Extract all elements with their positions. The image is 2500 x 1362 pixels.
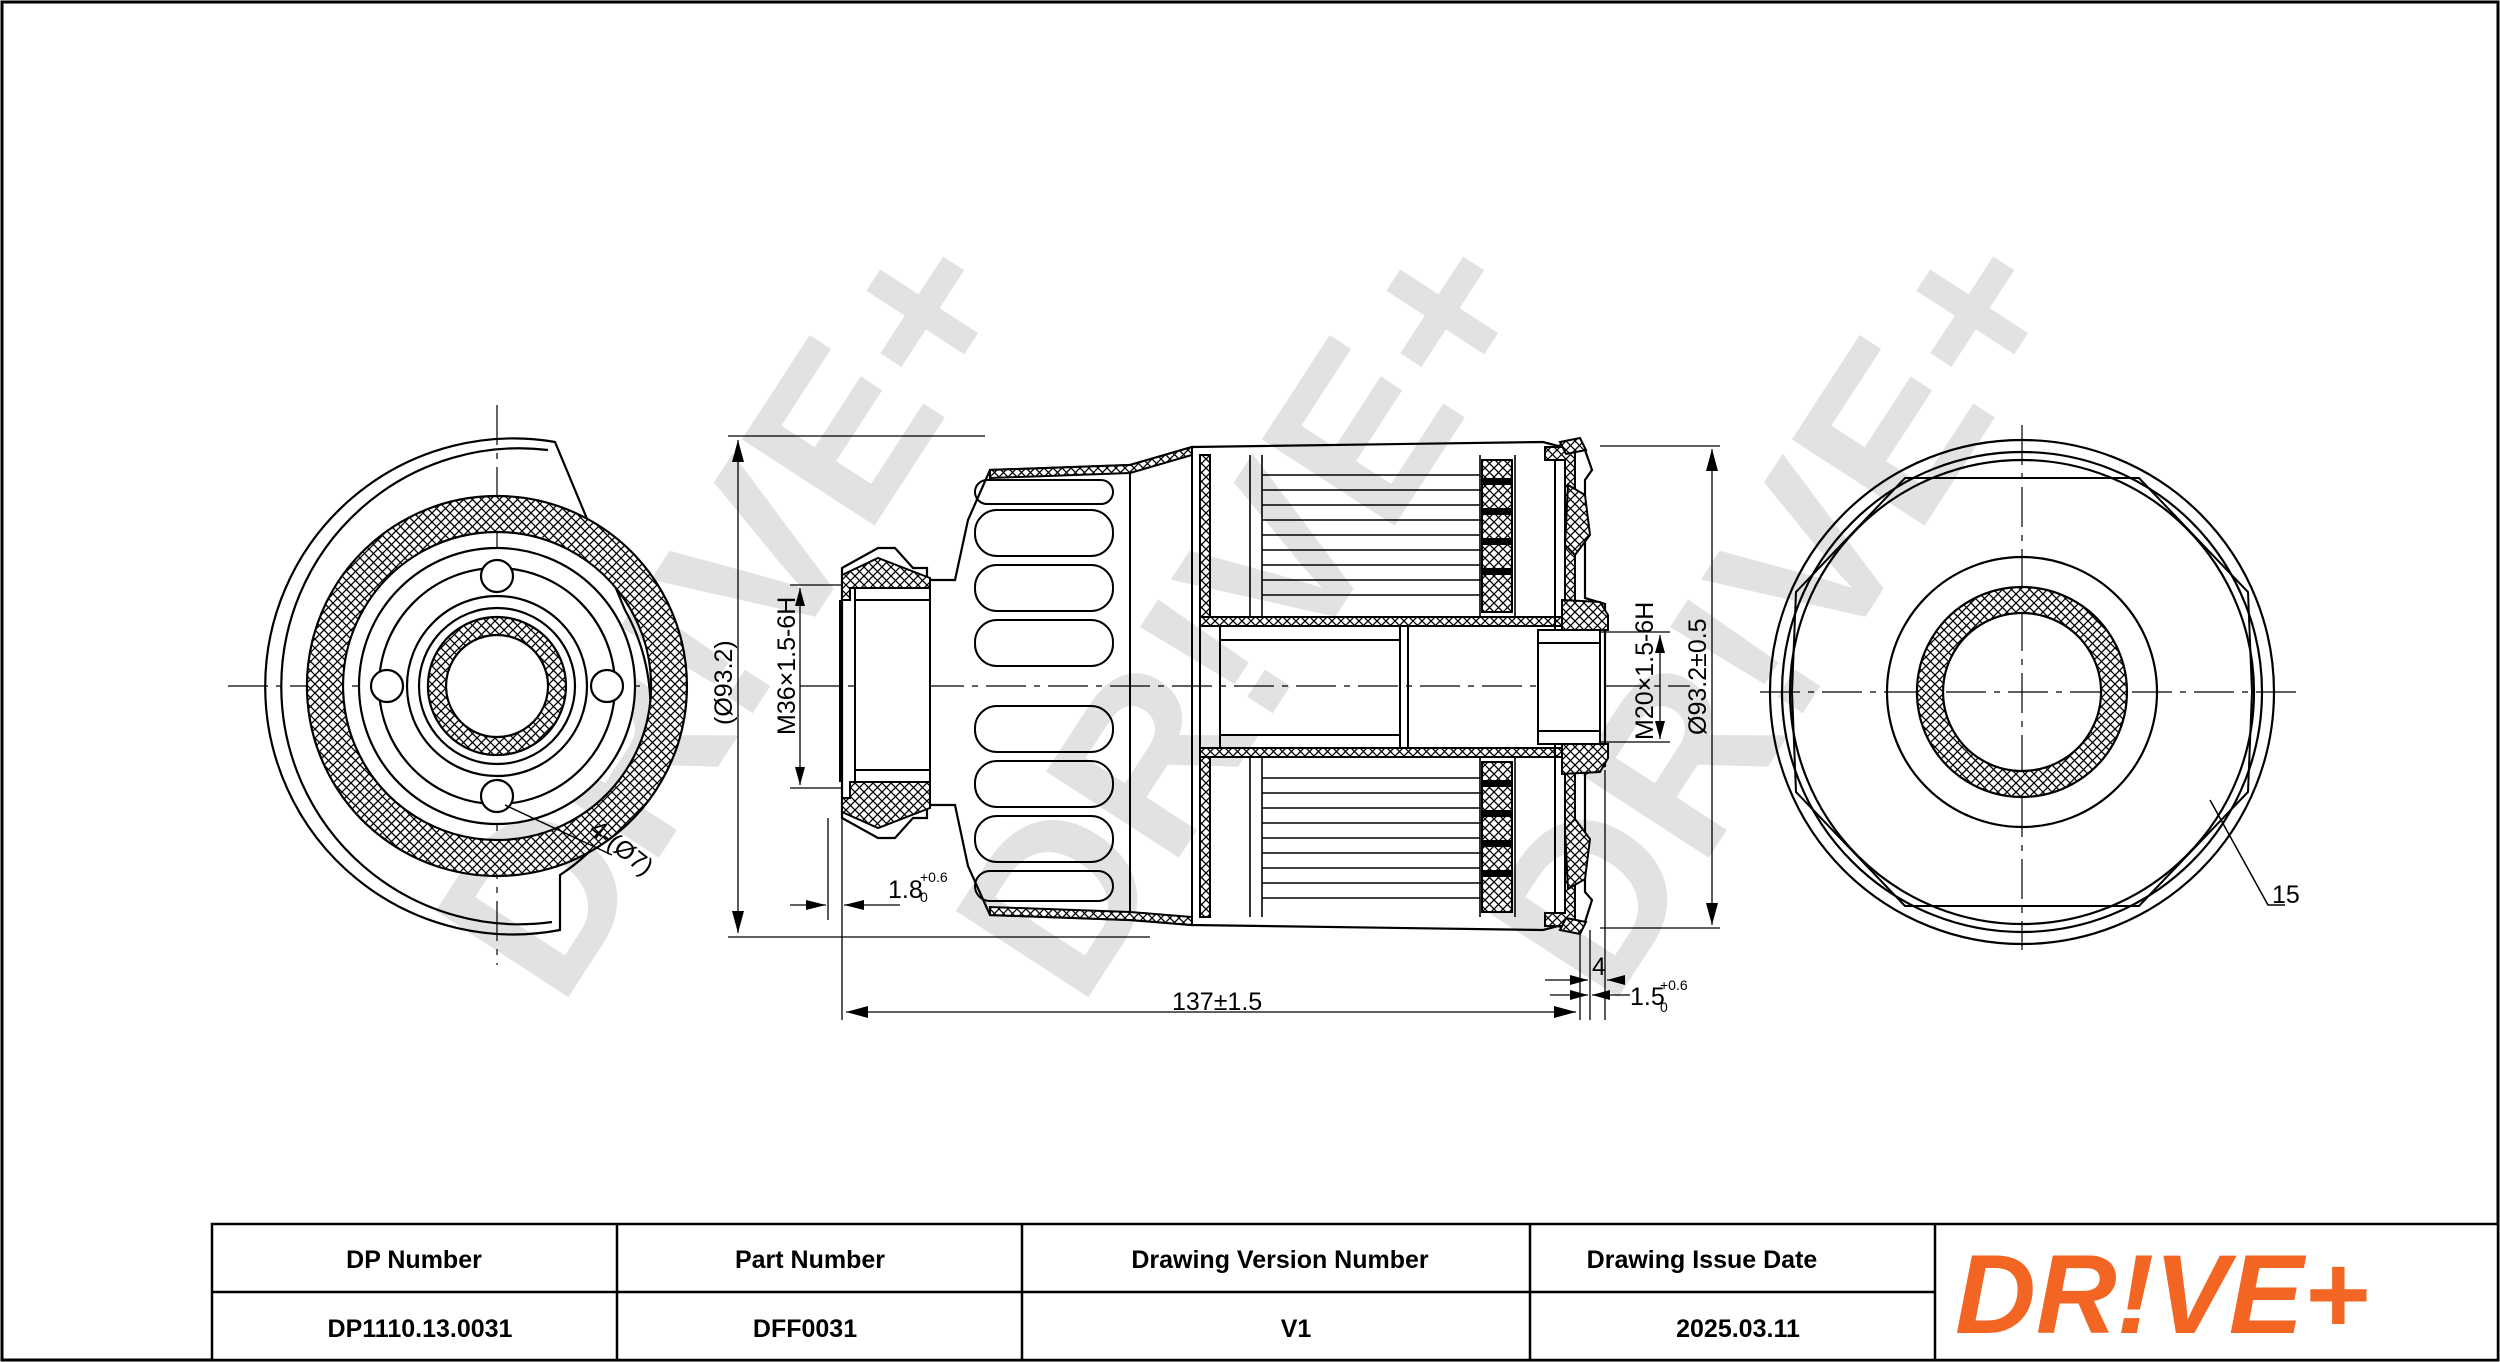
value-drawing-version: V1 [1281,1315,1312,1343]
left-view [228,405,689,965]
header-drawing-version: Drawing Version Number [1131,1246,1429,1274]
center-view [800,436,1690,936]
outer-diameter-label: Ø93.2±0.5 [1684,618,1712,735]
filter-pleats-top [1249,455,1516,617]
header-part-number: Part Number [735,1246,885,1274]
right-view [1760,425,2300,950]
header-dp-number: DP Number [346,1246,482,1274]
offset-left-tol-lower: 0 [920,889,928,905]
offset-right-tol-lower: 0 [1660,999,1668,1015]
thread-inner-label: M20×1.5-6H [1631,602,1659,740]
value-part-number: DFF0031 [753,1315,857,1343]
center-dimensions [728,435,1720,1020]
wrench-size-label: 15 [2272,881,2300,909]
offset-right-label: 1.5 [1630,983,1665,1011]
length-label: 137±1.5 [1172,988,1262,1016]
title-block [210,1222,2500,1362]
pleat-slots [974,479,1114,902]
diameter-ref-label: (Ø93.2) [710,640,738,725]
header-issue-date: Drawing Issue Date [1587,1246,1818,1274]
value-dp-number: DP1110.13.0031 [328,1315,513,1343]
brand-logo: DR!VE+ [1955,1232,2369,1357]
gap-label: 4 [1592,953,1606,981]
offset-left-label: 1.8 [888,876,923,904]
value-issue-date: 2025.03.11 [1676,1315,1800,1343]
filter-pleats-bottom [1249,757,1516,917]
offset-left-tol-upper: +0.6 [920,869,948,885]
offset-right-tol-upper: +0.6 [1660,977,1688,993]
thread-outer-label: M36×1.5-6H [773,597,801,735]
